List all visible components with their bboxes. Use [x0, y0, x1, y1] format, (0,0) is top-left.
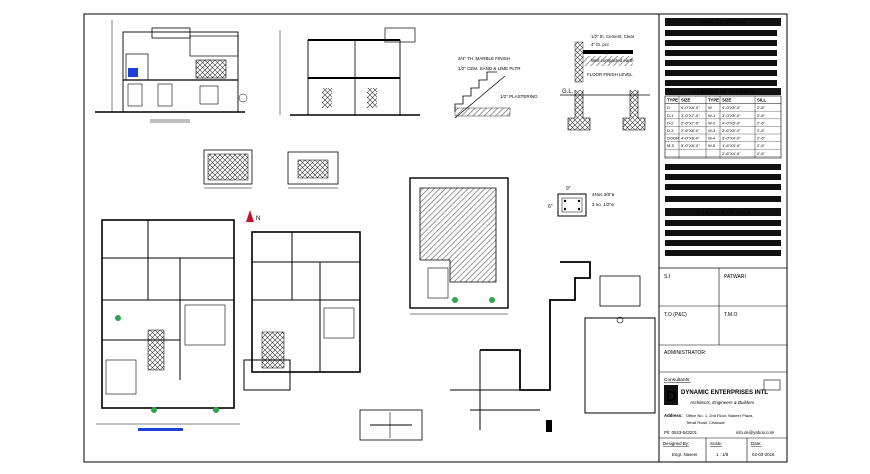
floor-detail: 1/2" th. Cement, Clear 4" th. pcc Sand l… [560, 34, 650, 131]
svg-text:D: D [666, 388, 677, 405]
designer-name: Engr. Naseer [672, 452, 698, 457]
plumbing-layout [359, 261, 656, 441]
firm-name: DYNAMIC ENTERPRISES INTL [681, 390, 768, 396]
designed-by-label: Designed By: [663, 441, 689, 446]
ground-level-label: G.L. [562, 89, 574, 95]
detail-note-4: Well compacted earth [591, 58, 634, 63]
openings-cell: D [667, 105, 670, 110]
date-value: 02-03-2016 [752, 452, 775, 457]
address-label: Address: [664, 413, 683, 418]
openings-cell: W [708, 105, 712, 110]
date-label: Date: [751, 441, 762, 446]
stair-note-2: 1/2" CEM. SAND & LIME PLTR [458, 66, 521, 71]
detail-note-2: 4" th. pcc [591, 42, 610, 47]
openings-cell: W-3 [708, 128, 716, 133]
address-line-1: Office No. 1, 2nd Floor, Nakeer Plaza, [686, 413, 753, 418]
openings-cell: 3'-0"X7'-0" [681, 113, 700, 118]
openings-header-cell: SILL [757, 98, 767, 103]
window-detail-1 [203, 149, 253, 189]
openings-cell: W-4 [708, 136, 716, 141]
openings-cell: 1'-6"X3'-0" [722, 143, 741, 148]
openings-cell: 4'-0"X8'-0" [681, 136, 700, 141]
detail-note-5: FLOOR FINISH LEVEL [587, 72, 633, 77]
beam-bar-1: 4Nos 3/8"ø [592, 192, 615, 197]
openings-cell: 2'-6" [757, 120, 766, 125]
openings-cell: W-5 [708, 143, 716, 148]
address-line-2: Tehsil Road, Chakwal [686, 420, 725, 425]
openings-header-cell: SIZE [681, 98, 691, 103]
window-detail-2 [287, 151, 339, 189]
front-elevation [95, 20, 248, 123]
scale-value: 1 : 1/8 [716, 452, 729, 457]
openings-cell: W-1 [708, 113, 716, 118]
openings-cell: D-2 [667, 120, 674, 125]
scale-label: Scale: [710, 441, 722, 446]
openings-cell: M.S [667, 143, 674, 148]
openings-header-cell: TYPE [708, 98, 719, 103]
detail-note-1: 1/2" th. Cement, Clear [591, 34, 635, 39]
openings-cell: 4'-0"X5'-0" [722, 120, 741, 125]
stair-detail: 3/4" TH. MARBLE FINISH 1/2" CEM. SAND & … [454, 56, 538, 119]
openings-cell: W-2 [708, 120, 716, 125]
openings-cell: 3'-0"X5'-0" [722, 113, 741, 118]
schedule-area-header: SCHEDULE OF AREA [695, 211, 751, 217]
title-block: SPECIFICATIONS SCHEDULE OF OPENINGS TYPE… [658, 13, 788, 463]
approval-patwari: PATWARI [724, 274, 746, 280]
openings-cell: 2'-6"X4'-0" [722, 151, 741, 156]
section-view [279, 27, 420, 116]
beam-dim-top: 9" [566, 186, 571, 192]
stair-note-3: 1/2" PLASTERING [500, 94, 538, 99]
beam-dim-side: 6" [548, 204, 553, 210]
openings-cell: 2'-6"X5'-0" [722, 128, 741, 133]
detail-note-3: Sand layer [591, 50, 613, 55]
openings-header-cell: SIZE [722, 98, 732, 103]
site-plan [409, 177, 509, 315]
ground-floor-plan: N [96, 210, 260, 431]
approval-administrator: ADMINISTRATOR: [664, 350, 706, 356]
beam-section: 9" 6" 4Nos 3/8"ø 3 no. 1/2"ø [548, 186, 615, 217]
north-mark: N [256, 216, 260, 222]
openings-cell: 2'-6" [757, 151, 766, 156]
openings-cell: 2'-6" [757, 128, 766, 133]
openings-cell: 3'-0"X4'-0" [722, 136, 741, 141]
openings-cell: DOOR [667, 136, 679, 141]
openings-header-cell: TYPE [667, 98, 678, 103]
approval-si: S.I [664, 274, 670, 280]
firm-tagline: Architects, Engineers & Builders [689, 400, 755, 405]
openings-cell: 2'-6" [757, 113, 766, 118]
beam-bar-2: 3 no. 1/2"ø [592, 202, 614, 207]
specifications-header: SPECIFICATIONS [700, 21, 746, 27]
openings-cell: 2'-6" [757, 143, 766, 148]
schedule-openings-header: SCHEDULE OF OPENINGS [691, 90, 755, 96]
openings-cell: 4'-0"X8'-0" [681, 105, 700, 110]
approval-to: T.O (P&C) [664, 312, 687, 318]
openings-cell: 4'-0"X5'-0" [722, 105, 741, 110]
stair-note-1: 3/4" TH. MARBLE FINISH [458, 56, 510, 61]
first-floor-plan [243, 231, 361, 391]
firm-logo: D [664, 385, 678, 405]
openings-cell: 2'-6"X8'-0" [681, 128, 700, 133]
email: info.de@yahoo.com [736, 430, 775, 435]
openings-cell: 5'-0"X8'-0" [681, 143, 700, 148]
phone: Ph: 0543-543201 [664, 430, 698, 435]
openings-cell: 2'-6" [757, 136, 766, 141]
openings-cell: 2'-6"X7'-0" [681, 120, 700, 125]
openings-cell: D-3 [667, 128, 674, 133]
openings-cell: 2'-6" [757, 105, 766, 110]
consultants-label: Consultants: [664, 377, 691, 383]
approval-tmo: T.M.O [724, 312, 737, 318]
openings-cell: D-1 [667, 113, 674, 118]
